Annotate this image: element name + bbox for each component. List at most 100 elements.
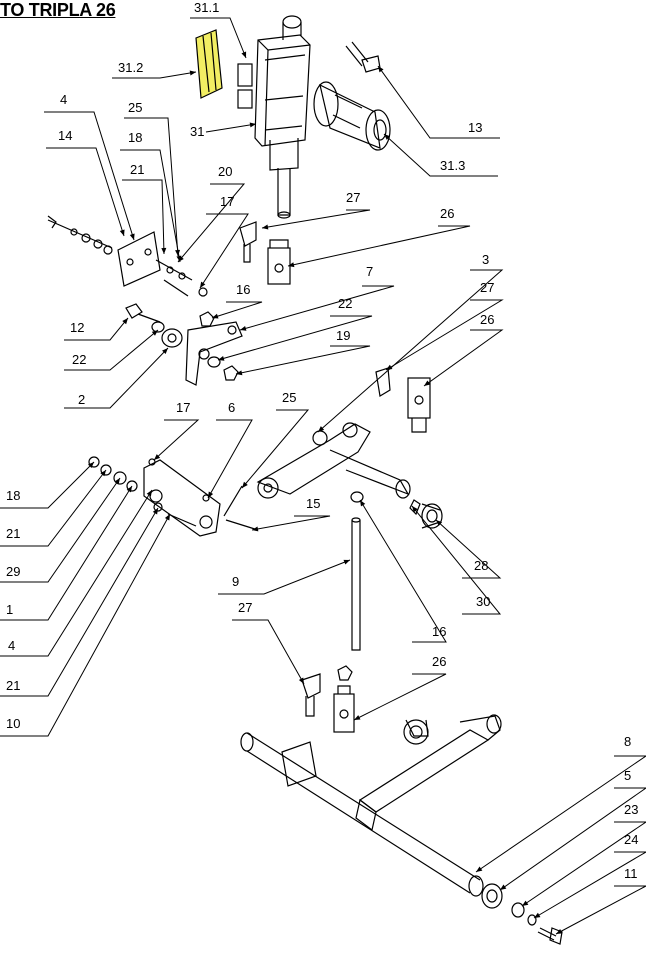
callout-26: 26 [353, 654, 447, 721]
callout-13: 13 [377, 65, 500, 139]
callout-leader [205, 123, 257, 133]
callout-28: 28 [435, 519, 502, 579]
callout-label: 30 [476, 594, 490, 609]
callout-arrowhead [343, 559, 350, 565]
callout-leader [122, 179, 165, 255]
callout-30: 30 [411, 505, 502, 615]
callout-leader [475, 755, 646, 873]
callout-label: 1 [6, 602, 13, 617]
link-6-assembly [88, 456, 259, 537]
arm-3 [256, 367, 431, 499]
callout-21: 21 [122, 162, 167, 255]
parts-drawing [47, 15, 563, 945]
callout-label: 19 [336, 328, 350, 343]
callout-21: 21 [0, 507, 159, 697]
callout-arrowhead [189, 70, 196, 76]
callout-leader [120, 149, 181, 263]
callout-arrowhead [175, 249, 181, 256]
callout-6: 6 [207, 400, 253, 499]
callout-leader [64, 329, 159, 371]
callout-27: 27 [261, 190, 371, 230]
callout-16: 16 [211, 282, 263, 319]
callout-12: 12 [64, 317, 129, 341]
callout-label: 3 [482, 252, 489, 267]
callout-arrowhead [298, 677, 304, 684]
callout-label: 31 [190, 124, 204, 139]
callout-label: 27 [346, 190, 360, 205]
callout-leader [217, 315, 373, 361]
callout-18: 18 [0, 461, 95, 509]
callout-leader [261, 209, 371, 229]
callout-leader [211, 301, 263, 319]
callout-label: 29 [6, 564, 20, 579]
callout-23: 23 [521, 802, 646, 907]
callout-leader [44, 111, 135, 241]
callout-arrowhead [218, 355, 225, 361]
callout-label: 14 [58, 128, 72, 143]
callout-22: 22 [64, 329, 159, 371]
callout-arrowhead [360, 500, 366, 507]
callout-arrowhead [556, 928, 563, 934]
callout-arrowhead [212, 313, 219, 319]
callout-arrowhead [288, 262, 295, 268]
callout-arrowhead [500, 884, 507, 890]
callout-25: 25 [124, 100, 181, 257]
callout-label: 24 [624, 832, 638, 847]
callout-8: 8 [475, 734, 646, 873]
callout-leader [218, 559, 351, 595]
callout-leader [239, 285, 395, 331]
callout-leader [0, 461, 95, 509]
callout-leader [533, 851, 646, 919]
callout-label: 5 [624, 768, 631, 783]
clevis-group-upper [239, 221, 291, 285]
callout-leader [287, 225, 471, 267]
callout-27: 27 [232, 600, 305, 685]
callout-26: 26 [287, 206, 471, 268]
callout-leader [232, 619, 305, 685]
callout-arrowhead [354, 715, 361, 720]
clevis-group-lower [301, 673, 355, 733]
callout-arrowhead [249, 122, 256, 128]
callout-leader [64, 347, 169, 409]
callout-arrowhead [436, 520, 443, 526]
callout-3: 3 [317, 252, 504, 433]
callout-label: 21 [130, 162, 144, 177]
callout-label: 22 [72, 352, 86, 367]
callout-leader [112, 71, 197, 79]
rod-9 [337, 491, 364, 681]
callout-label: 18 [6, 488, 20, 503]
callout-arrowhead [100, 470, 106, 477]
callout-2: 2 [64, 347, 169, 409]
callout-arrowhead [534, 912, 541, 918]
callout-leader [385, 299, 504, 371]
actuator-31 [254, 15, 311, 219]
callout-arrowhead [318, 426, 325, 432]
callout-arrowhead [208, 491, 214, 498]
callout-29: 29 [0, 477, 121, 583]
callout-31: 31 [190, 122, 257, 139]
callout-label: 26 [480, 312, 494, 327]
callout-7: 7 [239, 264, 395, 331]
callout-leader [0, 485, 133, 621]
bush-28-ring-30 [409, 499, 443, 529]
callout-label: 15 [306, 496, 320, 511]
callout-leader [190, 17, 247, 59]
callout-arrowhead [146, 490, 152, 497]
callout-leader [435, 519, 502, 579]
callout-label: 7 [366, 264, 373, 279]
left-bracket-assembly [47, 215, 208, 297]
callout-leader [423, 329, 504, 387]
callout-leader [0, 489, 153, 657]
end-hardware [481, 883, 563, 945]
callout-leader [241, 409, 310, 489]
callout-18: 18 [120, 130, 182, 263]
callout-leader [251, 515, 331, 531]
callout-label: 16 [236, 282, 250, 297]
callout-label: 21 [6, 526, 20, 541]
motor-31-3 [313, 81, 391, 151]
callout-leader [353, 673, 447, 721]
callout-19: 19 [235, 328, 371, 376]
callout-31-3: 31.3 [383, 133, 498, 177]
callout-arrowhead [384, 134, 391, 140]
